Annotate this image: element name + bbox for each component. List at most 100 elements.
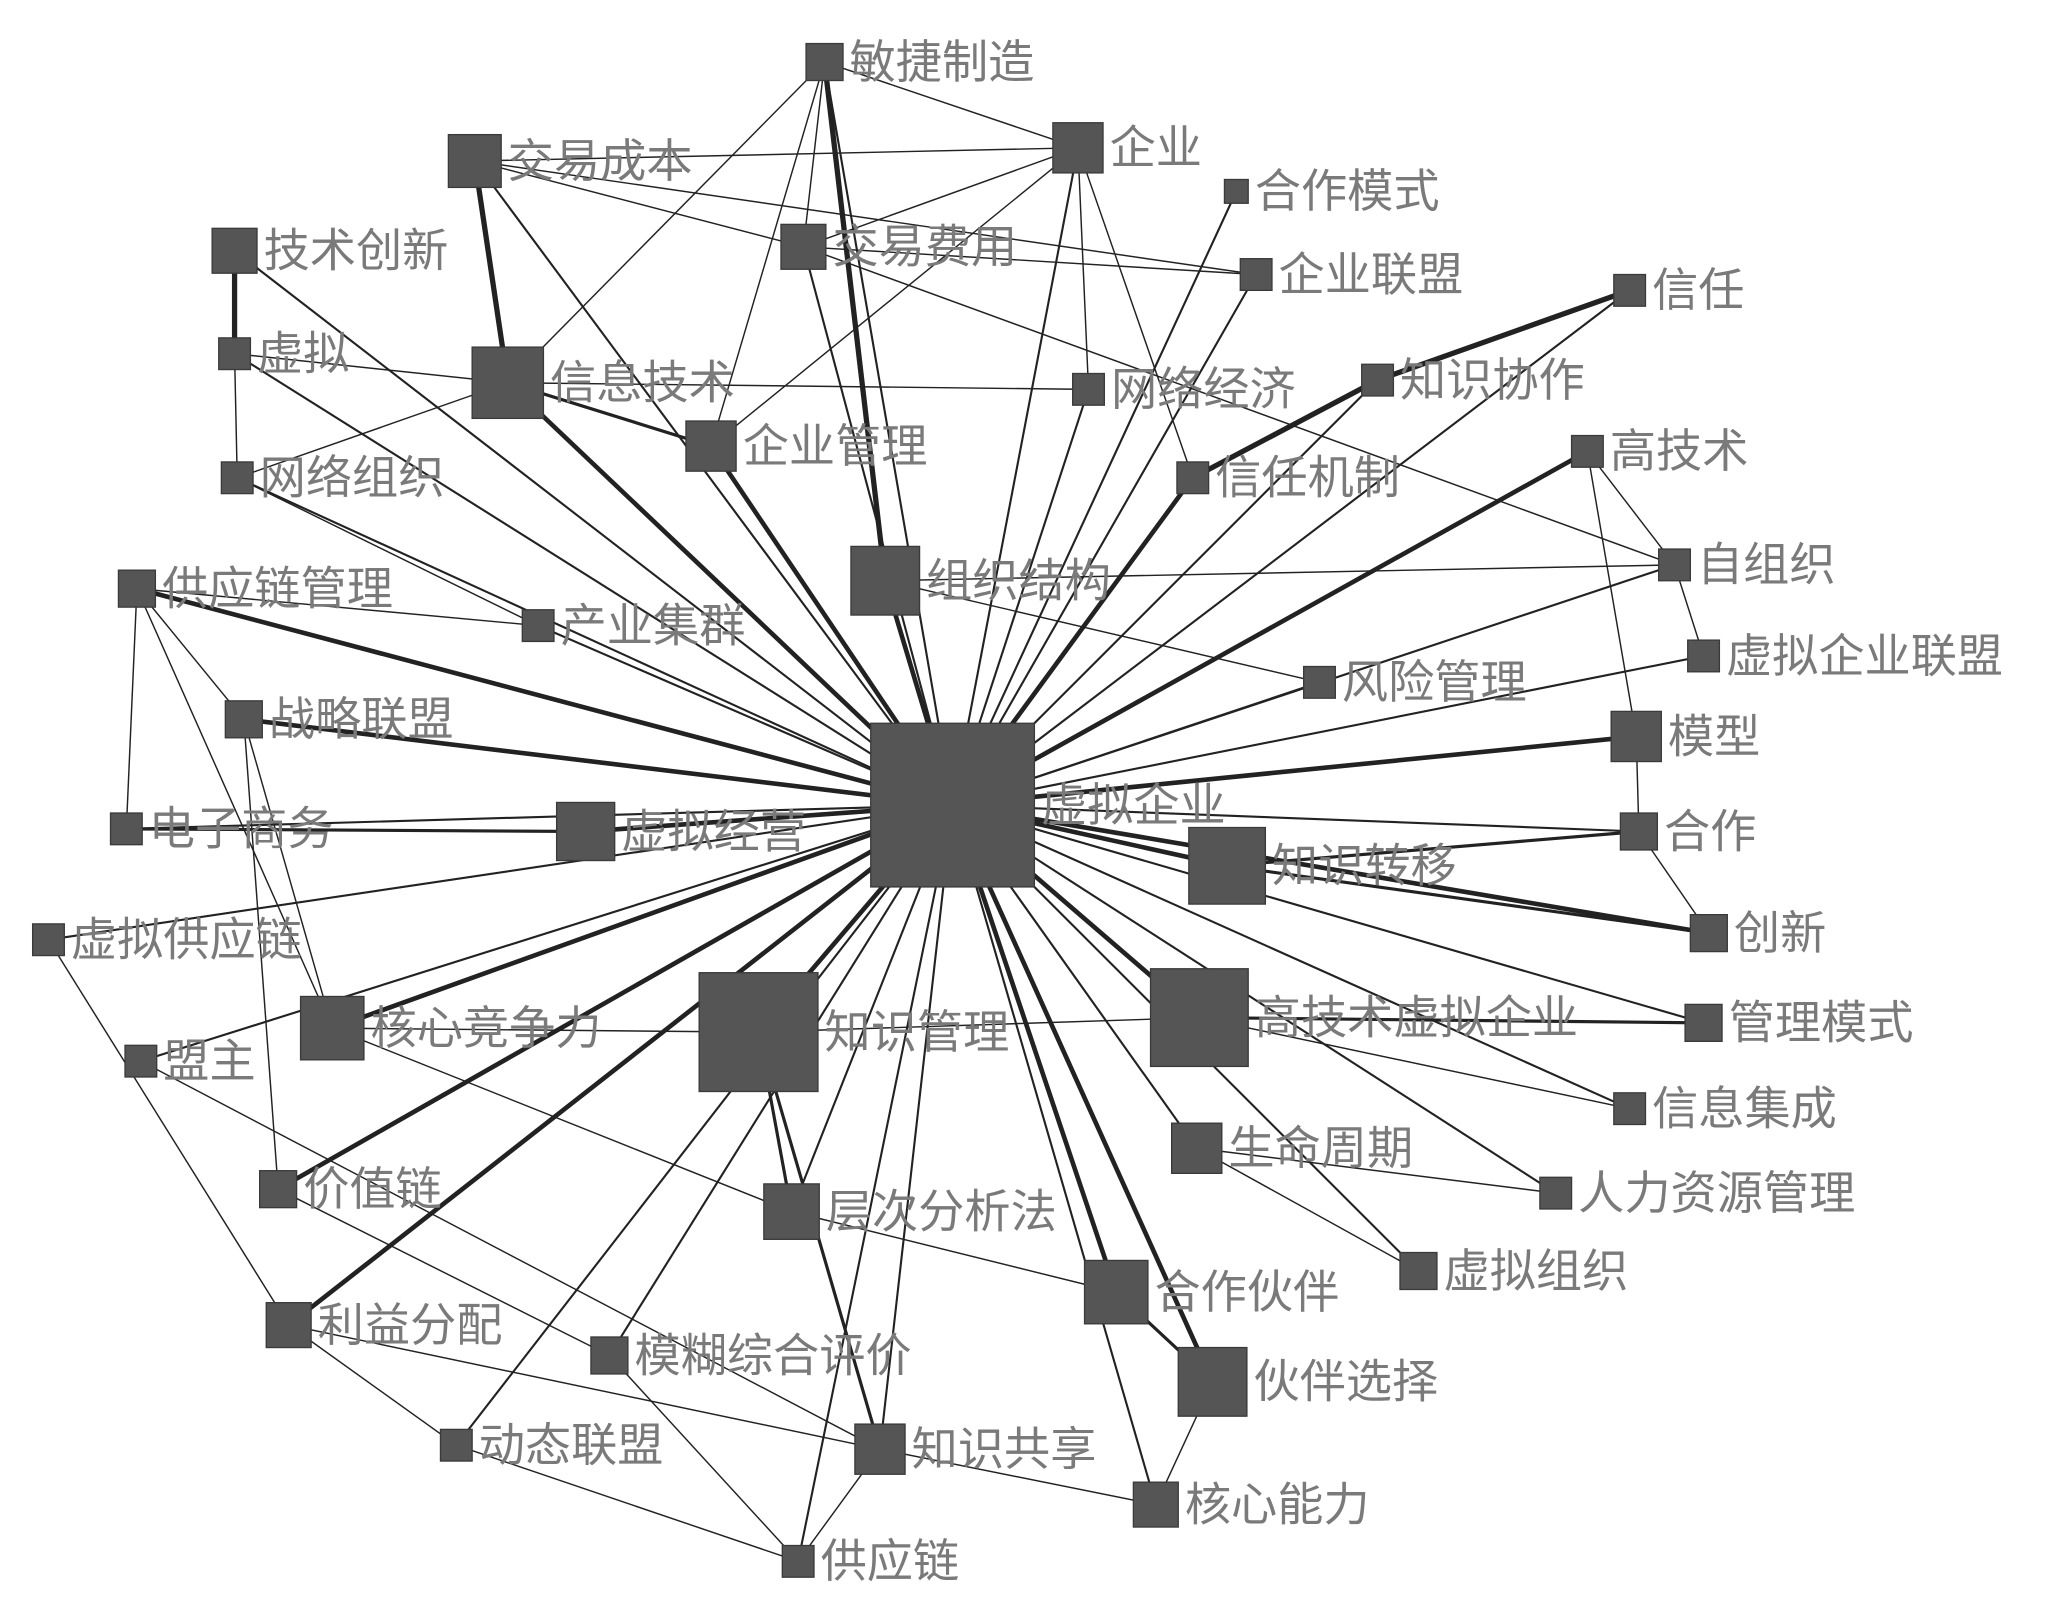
node-square: [447, 133, 502, 189]
edge-虚拟企业-供应链管理: [136, 586, 954, 808]
node-网络组织: 网络组织: [220, 451, 444, 505]
node-label: 虚拟组织: [1444, 1244, 1629, 1298]
node-square: [258, 1170, 298, 1209]
edge-知识转移-创新: [1226, 864, 1710, 935]
node-label: 组织结构: [926, 554, 1111, 608]
edge-供应链管理-电子商务: [125, 588, 138, 829]
node-square: [471, 346, 545, 420]
node-合作模式: 合作模式: [1223, 164, 1440, 218]
edge-虚拟企业-动态联盟: [455, 804, 954, 1446]
edge-知识管理-高技术虚拟企业: [758, 1016, 1200, 1033]
edge-虚拟-网络组织: [233, 353, 238, 478]
node-label: 知识转移: [1272, 839, 1457, 893]
edge-电子商务-虚拟经营: [126, 827, 586, 834]
node-企业管理: 企业管理: [685, 419, 927, 473]
node-合作: 合作: [1619, 804, 1756, 858]
node-square: [1302, 665, 1336, 699]
edge-虚拟企业-人力资源管理: [951, 804, 1557, 1195]
edge-高技术-自组织: [1586, 450, 1676, 566]
node-label: 合作: [1664, 804, 1756, 858]
edge-供应链管理-战略联盟: [136, 588, 245, 720]
edge-交易成本-交易费用: [474, 160, 804, 248]
edge-虚拟企业-信息集成: [952, 804, 1631, 1110]
node-square: [265, 1302, 312, 1349]
node-square: [224, 700, 263, 739]
node-技术创新: 技术创新: [211, 224, 448, 278]
node-供应链: 供应链: [781, 1534, 960, 1588]
edge-敏捷制造-信息技术: [507, 61, 826, 384]
edge-交易成本-企业联盟: [474, 160, 1257, 276]
edge-虚拟企业-交易成本: [473, 160, 954, 806]
node-label: 信息集成: [1652, 1081, 1837, 1135]
node-生命周期: 生命周期: [1171, 1121, 1413, 1175]
node-模型: 模型: [1610, 709, 1760, 763]
edge-虚拟企业-战略联盟: [243, 717, 953, 808]
node-square: [870, 722, 1036, 888]
edge-虚拟企业-电子商务: [126, 804, 953, 830]
node-label: 模糊综合评价: [634, 1328, 911, 1382]
edge-战略联盟-价值链: [243, 719, 279, 1190]
edge-战略联盟-核心竞争力: [243, 719, 333, 1029]
edge-高技术虚拟企业-信息集成: [1199, 1016, 1630, 1110]
node-label: 核心能力: [1185, 1477, 1370, 1531]
node-核心能力: 核心能力: [1132, 1477, 1370, 1531]
node-square: [218, 337, 252, 371]
node-层次分析法: 层次分析法: [763, 1183, 1057, 1240]
edge-虚拟企业-供应链: [797, 804, 954, 1562]
node-square: [590, 1336, 629, 1375]
node-利益分配: 利益分配: [265, 1298, 502, 1352]
node-square: [1610, 710, 1662, 763]
node-虚拟供应链: 虚拟供应链: [31, 913, 302, 967]
node-square: [698, 972, 819, 1093]
node-square: [1361, 363, 1395, 397]
node-交易成本: 交易成本: [447, 133, 693, 189]
node-高技术: 高技术: [1570, 424, 1748, 478]
node-square: [805, 42, 844, 82]
node-知识共享: 知识共享: [854, 1422, 1096, 1476]
node-label: 创新: [1734, 906, 1826, 960]
node-layer: 敏捷制造企业交易成本合作模式技术创新交易费用企业联盟信任虚拟信息技术网络经济知识…: [31, 35, 2003, 1588]
node-企业: 企业: [1052, 121, 1202, 175]
node-价值链: 价值链: [258, 1162, 442, 1216]
node-label: 虚拟供应链: [71, 913, 302, 967]
node-square: [1684, 1003, 1723, 1043]
edge-虚拟企业-价值链: [276, 803, 954, 1192]
node-风险管理: 风险管理: [1302, 655, 1527, 709]
edge-动态联盟-供应链: [456, 1444, 799, 1563]
node-label: 风险管理: [1342, 655, 1527, 709]
node-square: [850, 545, 921, 616]
node-虚拟组织: 虚拟组织: [1399, 1244, 1629, 1298]
node-label: 人力资源管理: [1578, 1166, 1855, 1220]
node-square: [555, 801, 616, 862]
edge-企业-交易费用: [803, 147, 1079, 248]
node-square: [685, 420, 737, 472]
node-label: 敏捷制造: [850, 35, 1035, 89]
node-信息集成: 信息集成: [1613, 1081, 1837, 1135]
node-square: [1083, 1259, 1149, 1325]
edge-盟主-知识共享: [140, 1060, 881, 1450]
node-label: 网络经济: [1111, 362, 1296, 416]
node-square: [854, 1423, 906, 1475]
node-组织结构: 组织结构: [850, 545, 1111, 616]
node-label: 层次分析法: [826, 1184, 1057, 1238]
node-label: 知识协作: [1400, 353, 1585, 407]
node-label: 高技术虚拟企业: [1255, 990, 1578, 1044]
edge-网络组织-产业集群: [236, 477, 539, 627]
node-虚拟经营: 虚拟经营: [555, 801, 806, 862]
node-label: 生命周期: [1228, 1121, 1413, 1175]
edge-核心竞争力-知识管理: [332, 1027, 759, 1033]
node-square: [109, 812, 143, 846]
edge-模糊综合评价-供应链: [608, 1354, 799, 1562]
node-自组织: 自组织: [1658, 538, 1836, 592]
node-知识协作: 知识协作: [1361, 353, 1585, 407]
node-label: 供应链: [821, 1534, 960, 1588]
edge-利益分配-动态联盟: [288, 1324, 457, 1446]
node-战略联盟: 战略联盟: [224, 692, 454, 746]
edge-虚拟企业-高技术: [951, 449, 1589, 808]
node-合作伙伴: 合作伙伴: [1083, 1259, 1339, 1325]
edge-合作-知识转移: [1226, 829, 1640, 868]
node-供应链管理: 供应链管理: [117, 561, 393, 615]
node-square: [439, 1428, 473, 1462]
node-动态联盟: 动态联盟: [439, 1418, 663, 1472]
